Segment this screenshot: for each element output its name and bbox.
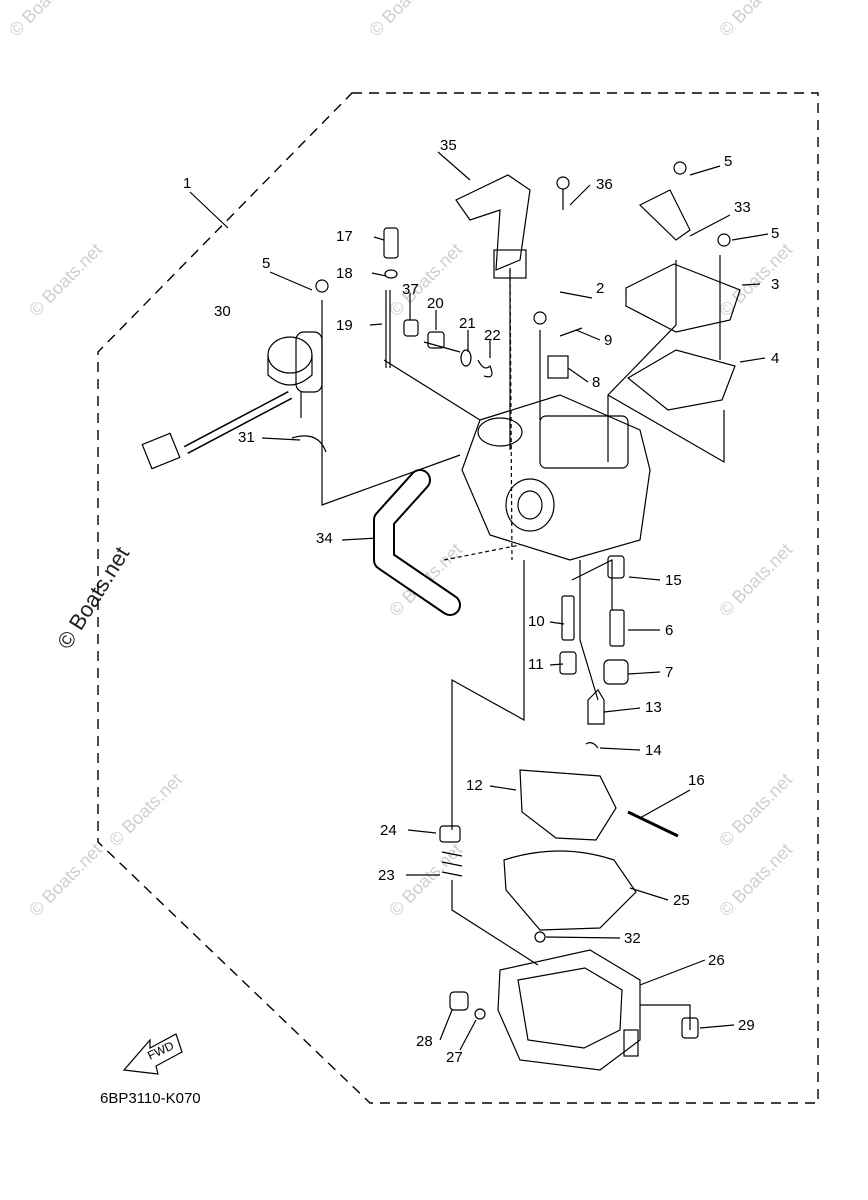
callout-9: 9: [604, 332, 613, 349]
callout-1: 1: [183, 175, 192, 192]
callout-27: 27: [446, 1049, 463, 1066]
callout-10: 10: [528, 613, 545, 630]
callout-7: 7: [665, 664, 674, 681]
callout-5: 5: [724, 153, 733, 170]
callout-23: 23: [378, 867, 395, 884]
callout-35: 35: [440, 137, 457, 154]
callout-2: 2: [596, 280, 605, 297]
callout-26: 26: [708, 952, 725, 969]
callout-37: 37: [402, 281, 419, 298]
callout-29: 29: [738, 1017, 755, 1034]
diagram-code: 6BP3110-K070: [100, 1090, 201, 1107]
fwd-arrow-icon: [122, 1033, 183, 1075]
callout-30: 30: [214, 303, 231, 320]
callout-24: 24: [380, 822, 397, 839]
callout-8: 8: [592, 374, 601, 391]
callout-21: 21: [459, 315, 476, 332]
callout-6: 6: [665, 622, 674, 639]
callout-20: 20: [427, 295, 444, 312]
callout-32: 32: [624, 930, 641, 947]
callout-15: 15: [665, 572, 682, 589]
callout-25: 25: [673, 892, 690, 909]
assembly-boundary: [97, 92, 819, 1104]
callout-11: 11: [528, 656, 544, 673]
callout-17: 17: [336, 228, 353, 245]
callout-5: 5: [262, 255, 271, 272]
callout-22: 22: [484, 327, 501, 344]
callout-34: 34: [316, 530, 333, 547]
callout-36: 36: [596, 176, 613, 193]
callout-12: 12: [466, 777, 483, 794]
callout-3: 3: [771, 276, 780, 293]
callout-31: 31: [238, 429, 255, 446]
callout-14: 14: [645, 742, 662, 759]
callout-28: 28: [416, 1033, 433, 1050]
callout-5: 5: [771, 225, 780, 242]
callout-19: 19: [336, 317, 353, 334]
callout-4: 4: [771, 350, 780, 367]
callout-33: 33: [734, 199, 751, 216]
callout-18: 18: [336, 265, 353, 282]
callout-16: 16: [688, 772, 705, 789]
callout-13: 13: [645, 699, 662, 716]
